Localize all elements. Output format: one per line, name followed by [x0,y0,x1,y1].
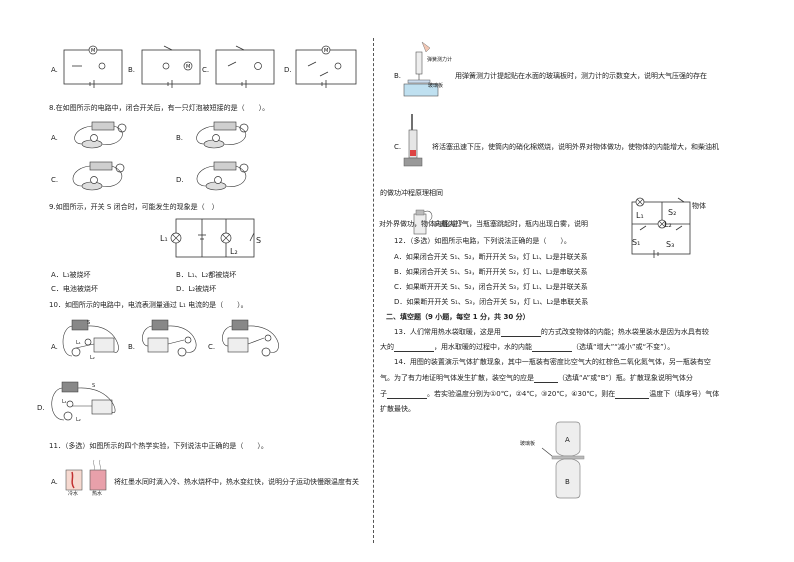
q14-blank-2[interactable] [387,391,427,399]
svg-text:M: M [186,64,190,70]
q10-option-d: D. [37,404,45,412]
q11-a-text: 将红墨水同时滴入冷、热水烧杯中，热水变红快，说明分子运动快慢跟温度有关 [114,478,359,486]
q12-circuit [631,197,691,258]
q11-b-cap-plate: 玻璃板 [428,83,444,89]
q11-c-apparatus [403,114,423,167]
q10-circuit-d [51,381,116,421]
q12-option-a: A．如果闭合开关 S₁、S₂，断开开关 S₃，灯 L₁、L₂是并联关系 [394,253,588,261]
q10-option-b: B. [128,343,136,351]
svg-text:M: M [324,48,328,54]
q14-line-4: 扩散最快。 [380,405,415,413]
q11-d-wu: 物体 [692,202,706,210]
q10-circuit-b [142,319,197,357]
q11-c-text-2: 的做功冲程原理相同 [380,189,443,197]
q14-blank-1[interactable] [534,375,558,383]
q10-a-label-l1: L₁ [76,340,81,346]
q10-d-label-l1: L₁ [62,399,67,405]
q9-circuit [170,218,255,258]
q11-b-apparatus [403,41,439,97]
q10-option-a: A. [51,343,58,351]
q14-blank-3[interactable] [615,391,650,399]
q7-option-b: B. [128,66,136,74]
q9-option-a: A．L₁被烧坏 [51,271,91,279]
q8-option-c: C. [51,176,59,184]
q11-b-label: B. [394,72,402,80]
q12-label-s1: S₁ [632,238,641,247]
q7-option-a: A. [51,66,58,74]
q9-label-l2: L₂ [230,247,238,256]
q11-a-beakers [65,459,107,491]
q10-circuit-a [62,319,119,357]
q7-circuit-b: M [141,45,201,88]
q10-d-label-s: S [92,383,96,389]
q11-text: 11．（多选）如图所示的四个热学实验，下列说法中正确的是（ ）。 [49,442,268,450]
q9-option-d: D．L₂被烧坏 [176,285,217,293]
q14-line-2: 气。为了有力地证明气体发生扩散，装空气的应是（选填“A”或“B”）瓶。扩散现象说… [380,374,693,383]
q8-option-b: B. [176,134,184,142]
q7-option-c: C. [202,66,210,74]
q7-option-d: D. [284,66,292,74]
q7-circuit-a: M [63,45,123,88]
q11-d-apparatus [413,209,433,235]
q14-line-1: 14．用图的装置演示气体扩散现象，其中一瓶装有密度比空气大的红棕色二氧化氮气体，… [394,358,711,366]
q8-option-d: D. [176,176,184,184]
q14-bottle-a: A [565,436,570,444]
q11-d-text: 对外界做功，物体内能减少 [379,220,463,228]
q14-bottle-b: B [565,478,570,486]
q11-b-cap-meter: 弹簧测力计 [427,57,453,63]
q9-option-b: B．L₁、L₂都被烧坏 [176,271,237,279]
q8-circuit-c [72,161,125,191]
q11-b-text: 用弹簧测力计提起贴在水面的玻璃板时，测力计的示数变大，说明大气压强的存在 [455,72,707,80]
q8-circuit-d [196,161,249,191]
q8-circuit-a [74,121,127,149]
q7-circuit-c [215,45,275,88]
q13-blank-2[interactable] [394,344,434,352]
q12-text: 12．（多选）如图所示电路，下列说法正确的是（ ）。 [394,237,571,245]
q12-label-l1: L₁ [636,211,644,220]
q13-blank-1[interactable] [500,329,541,337]
q8-text: 8.在如图所示的电路中，闭合开关后，有一只灯泡被短接的是（ ）。 [49,104,270,112]
q12-label-s2: S₂ [668,208,677,217]
q14-plate-label: 玻璃板 [520,441,536,447]
q12-label-s3: S₃ [666,240,675,249]
svg-text:M: M [91,48,95,54]
q10-a-label-s: S [87,320,91,326]
q14-bottles [551,421,585,499]
q11-a-cap-cold: 冷水 [68,491,79,497]
q12-label-l2: L₂ [664,220,672,229]
q11-c-label: C. [394,143,402,151]
q9-option-c: C．电池被烧坏 [51,285,98,293]
q10-circuit-c [222,319,279,357]
q9-label-s: S [256,236,262,245]
q13-line-2: 大的，用水取暖的过程中，水的内能（选填“增大”“减小”或“不变”）。 [380,343,675,352]
q10-text: 10．如图所示的电路中，电流表测量通过 L₁ 电流的是（ ）。 [49,301,248,309]
q10-option-c: C. [208,343,216,351]
q14-line-3: 子。若实验温度分别为①0℃，②4℃，③20℃，④30℃，则在温度下（填序号）气体 [380,390,720,399]
section-title: 二、填空题（9 小题，每空 1 分，共 30 分） [386,313,530,321]
q13-line-1: 13．人们常用热水袋取暖，这是用的方式改变物体的内能；热水袋里装水是因为水具有较 [394,328,709,337]
q12-option-d: D．如果断开开关 S₁、S₃，闭合开关 S₂，灯 L₁、L₂是串联关系 [394,298,589,306]
q12-option-b: B．如果闭合开关 S₁、S₃，断开开关 S₂，灯 L₁、L₂是串联关系 [394,268,588,276]
q11-a-cap-hot: 热水 [92,491,103,497]
q13-blank-3[interactable] [532,344,572,352]
q10-d-label-l2: L₂ [76,417,81,423]
q14-plate-pointer [541,447,553,457]
q12-option-c: C．如果断开开关 S₁、S₂，闭合开关 S₃，灯 L₁、L₂是并联关系 [394,283,588,291]
q9-text: 9.如图所示，开关 S 闭合时，可能发生的现象是（ ） [49,203,219,211]
q11-a-label: A. [51,478,58,486]
q8-circuit-b [196,121,249,149]
q11-c-text: 将活塞迅速下压，使筒内的硝化棉燃烧，说明外界对物体做功，使物体的内能增大，和柴油… [432,143,719,151]
q9-label-l1: L₁ [160,234,168,243]
column-divider [373,38,374,543]
q7-circuit-d: M [295,45,357,88]
q11-d-text-overlap: 向瓶内打气，当瓶塞跳起时，瓶内出现白雾，说明 [434,220,588,228]
q10-a-label-l2: L₂ [90,355,95,361]
q8-option-a: A. [51,134,58,142]
